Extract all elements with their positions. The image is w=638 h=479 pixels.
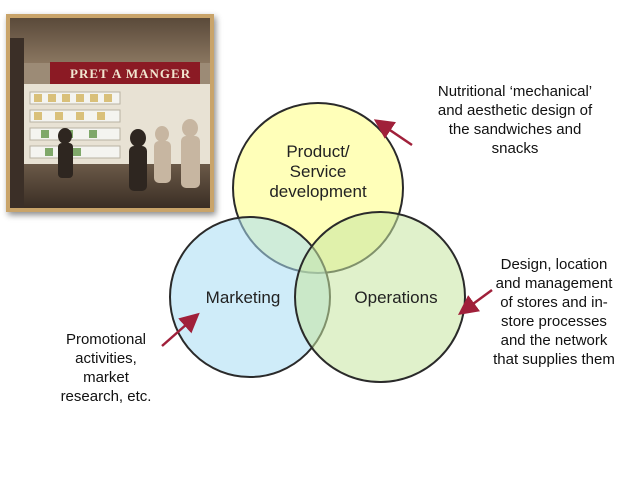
marketing-annotation: Promotional activities, market research,… — [60, 331, 152, 405]
marketing-arrow — [161, 312, 200, 347]
product-arrow — [373, 119, 413, 147]
store-photo-image: PRET A MANGER — [10, 18, 210, 208]
store-sign-text: PRET A MANGER — [70, 66, 191, 81]
operations-label: Operations — [354, 288, 438, 307]
product-label: Product/ Service development — [269, 142, 367, 201]
operations-annotation: Design, location and management of store… — [493, 256, 615, 368]
operations-arrow — [457, 288, 493, 315]
product-annotation: Nutritional ‘mechanical’ and aesthetic d… — [437, 83, 593, 157]
store-photo: PRET A MANGER — [6, 14, 214, 212]
marketing-label: Marketing — [205, 288, 281, 307]
